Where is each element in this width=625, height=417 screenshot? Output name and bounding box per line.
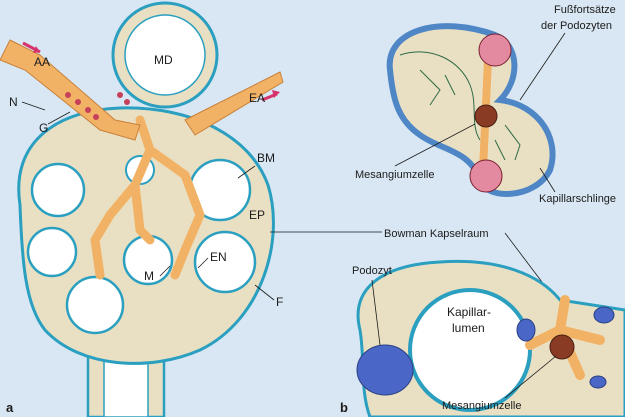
podocyte-nucleus (356, 344, 414, 396)
endothelial-nucleus (589, 375, 607, 389)
rbc (93, 114, 99, 120)
label-kapillar-2: lumen (452, 321, 485, 335)
leader-bm (237, 165, 256, 179)
label-fussfortsaetze-2: der Podozyten (541, 20, 612, 32)
label-fussfortsaetze-1: Fußfortsätze (554, 4, 616, 16)
efferent-arteriole (184, 71, 284, 136)
capillary-loop (30, 162, 86, 218)
label-ep: EP (249, 208, 265, 222)
leader-podozyt (371, 279, 381, 346)
leader-mesangiumzelle-top (394, 123, 476, 167)
label-m: M (144, 269, 154, 283)
rbc (117, 92, 123, 98)
mesangial-nucleus-bottom (549, 334, 575, 360)
rbc-top (478, 33, 512, 67)
rbc (75, 99, 81, 105)
capillary-loop (193, 230, 257, 294)
label-mesangiumzelle-top: Mesangiumzelle (355, 169, 434, 181)
bowman-label-group: Bowman Kapselraum (270, 228, 549, 291)
leader-g (47, 111, 71, 125)
leader-kapillarschlinge (539, 167, 556, 193)
macula-densa-lumen (124, 14, 206, 96)
ea-arrowhead (272, 90, 280, 98)
mesangium (90, 115, 205, 280)
label-md: MD (154, 53, 173, 67)
panel-b-bottom-cross-section: Podozyt Kapillar- lumen Mesangiumzelle b (340, 259, 625, 417)
label-en: EN (210, 250, 227, 264)
label-n: N (9, 95, 18, 109)
rbc (65, 92, 71, 98)
leader-en (197, 257, 209, 269)
afferent-arteriole (0, 39, 141, 141)
rbc (85, 107, 91, 113)
label-podozyt: Podozyt (352, 265, 392, 277)
capillary-loop (26, 226, 78, 278)
leader-n (21, 101, 46, 111)
panel-a-label: a (6, 400, 14, 415)
label-ea: EA (249, 91, 265, 105)
label-kapillarschlinge: Kapillarschlinge (539, 193, 616, 205)
leader-m (159, 265, 171, 277)
label-kapillar-1: Kapillar- (447, 305, 491, 319)
leader-f (254, 284, 275, 301)
label-g: G (39, 121, 48, 135)
leader-fussfortsaetze (519, 32, 566, 101)
leader-mesangiumzelle-bottom (504, 355, 557, 399)
panel-a-glomerulus: AA MD EA N G BM EP EN M F a (0, 1, 284, 417)
podocyte-foot-processes (399, 51, 481, 141)
capillary-lumen (408, 288, 532, 412)
label-bm: BM (257, 151, 275, 165)
capillary-loop-wall (386, 23, 556, 197)
endothelial-nucleus (516, 318, 536, 342)
mesangial-nucleus (474, 104, 498, 128)
aa-arrowhead (33, 46, 40, 53)
rbc-bottom (469, 159, 503, 193)
label-aa: AA (34, 55, 50, 69)
panel-b-label: b (340, 400, 348, 415)
red-blood-cells (65, 92, 130, 120)
panel-b-top-capillary: Fußfortsätze der Podozyten Mesangiumzell… (355, 4, 616, 205)
label-mesangiumzelle-bottom: Mesangiumzelle (442, 400, 521, 412)
capillary-loop (65, 275, 125, 335)
rbc (124, 99, 130, 105)
label-bowman: Bowman Kapselraum (384, 228, 489, 240)
endothelial-nucleus (593, 306, 615, 324)
label-f: F (276, 295, 283, 309)
podocyte-foot-processes-detail (419, 69, 521, 161)
leader-bowman-right (504, 232, 549, 291)
